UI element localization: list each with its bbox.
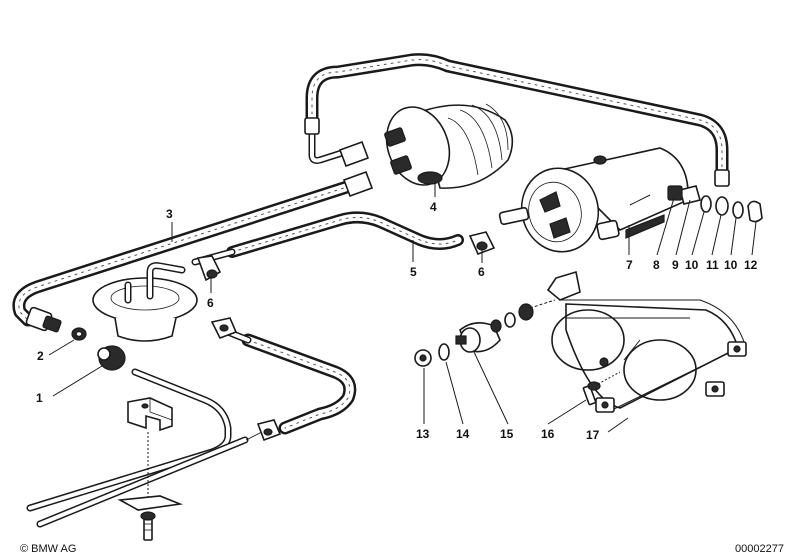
part-17-bracket <box>546 270 747 413</box>
copyright-text: © BMW AG <box>20 543 76 555</box>
hose-clamps <box>196 231 496 442</box>
callout-17: 17 <box>586 428 600 442</box>
left-fittings <box>25 306 126 371</box>
callout-2: 2 <box>37 349 44 363</box>
callout-6a: 6 <box>207 296 214 310</box>
callout-10b: 10 <box>724 258 738 272</box>
callout-3: 3 <box>166 207 173 221</box>
callout-9: 9 <box>672 258 679 272</box>
callout-11: 11 <box>706 258 719 272</box>
leader-lines <box>48 183 757 433</box>
callout-16: 16 <box>541 427 555 441</box>
part-4-filter <box>338 103 514 198</box>
callout-5: 5 <box>410 265 417 279</box>
holder-block <box>117 397 184 541</box>
callout-6b: 6 <box>478 265 485 279</box>
callout-4: 4 <box>430 200 437 214</box>
callout-15: 15 <box>500 427 514 441</box>
callout-numbers: 1 2 3 4 5 6 6 7 8 9 10 11 10 12 13 14 15… <box>36 200 758 442</box>
callout-12: 12 <box>744 258 758 272</box>
hose-3 <box>12 179 357 327</box>
diagram-number: 00002277 <box>735 543 784 555</box>
fuel-lines-bottom <box>26 368 263 528</box>
part-7-pump <box>498 147 701 253</box>
callout-7: 7 <box>626 258 633 272</box>
tank-sender <box>92 262 198 342</box>
callout-13: 13 <box>416 427 430 441</box>
lower-hose <box>224 328 357 435</box>
part-16-screw <box>582 371 621 406</box>
return-hose-top <box>304 53 730 187</box>
callout-1: 1 <box>36 391 43 405</box>
callout-14: 14 <box>456 427 470 441</box>
callout-10a: 10 <box>685 258 699 272</box>
right-fittings <box>667 185 763 223</box>
sensor-assembly <box>414 299 556 367</box>
callout-8: 8 <box>653 258 660 272</box>
